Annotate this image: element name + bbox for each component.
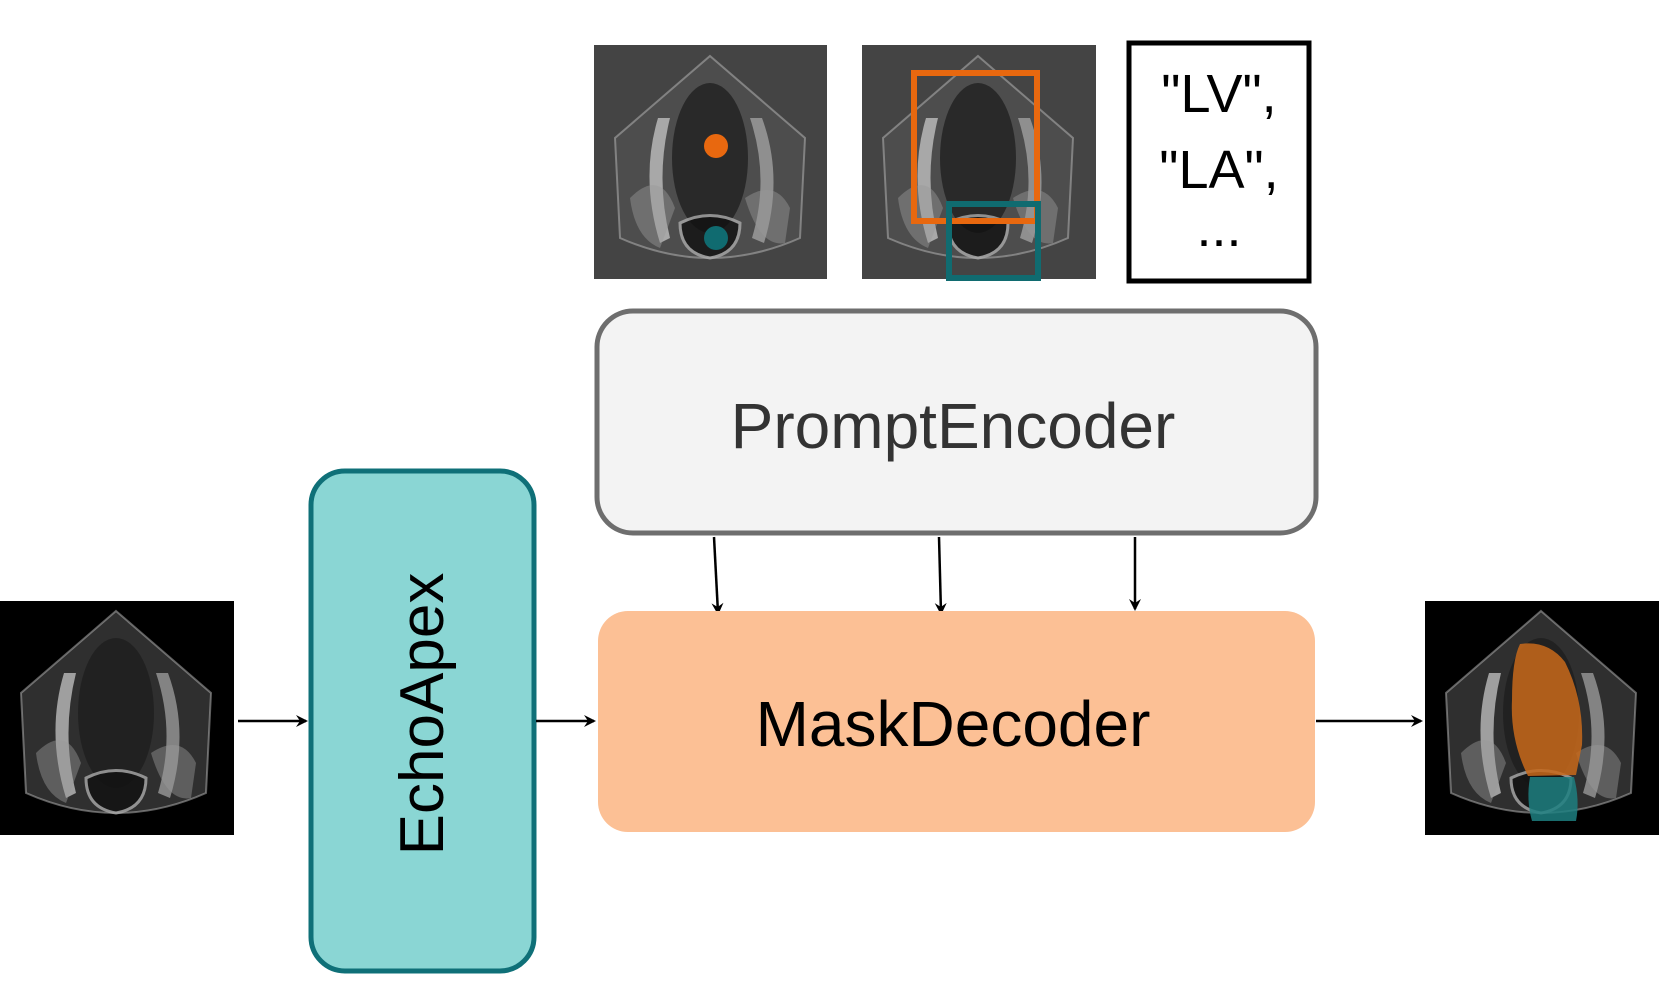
lv-mask-icon xyxy=(1511,643,1583,776)
orange-point-prompt-icon xyxy=(704,134,728,158)
encoder-to-decoder-arrow-1 xyxy=(711,536,724,615)
encoder-to-decoder-arrow-2 xyxy=(934,536,947,615)
text-prompt-line-1: "LV", xyxy=(1161,64,1276,124)
echoapex-block: EchoApex xyxy=(308,468,537,974)
teal-box-prompt-icon xyxy=(946,201,1041,281)
orange-box-prompt-icon xyxy=(911,70,1040,224)
la-mask-icon xyxy=(1528,777,1578,821)
mask-decoder-block: MaskDecoder xyxy=(598,611,1315,832)
encoder-to-decoder-arrows xyxy=(711,536,1141,615)
echoapex-label: EchoApex xyxy=(388,573,457,856)
text-prompt-line-2: "LA", xyxy=(1159,140,1278,200)
mask-decoder-label: MaskDecoder xyxy=(756,688,1151,760)
point-prompt-image xyxy=(594,45,827,279)
teal-point-prompt-icon xyxy=(704,226,728,250)
prompt-encoder-label: PromptEncoder xyxy=(731,390,1176,462)
input-echo-image xyxy=(0,601,234,835)
output-segmentation-image xyxy=(1425,601,1659,835)
prompt-encoder-block: PromptEncoder xyxy=(594,308,1319,536)
box-prompt-image xyxy=(862,45,1096,281)
text-prompt-box: "LV", "LA", ... xyxy=(1126,40,1312,284)
text-prompt-line-3: ... xyxy=(1196,198,1241,258)
